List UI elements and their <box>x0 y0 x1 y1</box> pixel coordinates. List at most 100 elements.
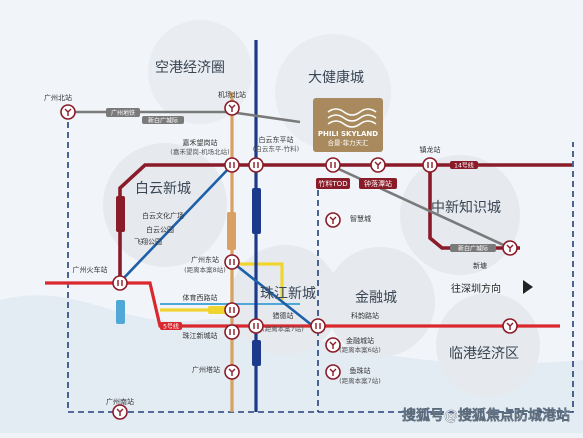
metro-logo-icon <box>329 216 337 224</box>
label-feixiang: 飞翔公园 <box>134 237 162 246</box>
pill-zhuliao-text: 竹料TOD <box>318 179 347 188</box>
line-blue-diagonal-2 <box>231 260 319 332</box>
dashed-boundary <box>67 112 574 413</box>
line-pill-xinbai-right-text: 新白广城际 <box>458 245 488 253</box>
station-circle-icon <box>224 157 240 173</box>
district-bubble-jinrong <box>325 247 435 357</box>
station-marker-zhuliao <box>325 157 341 173</box>
station-marker-gz-tower <box>224 364 240 380</box>
badge-jiahe: (嘉禾望岗-机场北站) <box>170 147 229 156</box>
label-yuntai: 白云公园 <box>146 225 174 234</box>
station-circle-icon <box>248 157 264 173</box>
district-baiyun: 白云新城 <box>135 181 191 197</box>
station-marker-jiahe <box>224 157 240 173</box>
station-marker-jinrongcheng <box>325 337 341 353</box>
metro-logo-icon <box>229 329 235 335</box>
badge-yuzhu: (距离本案7站) <box>339 376 381 385</box>
label-airport-north: 机场北站 <box>218 90 246 99</box>
badge-baiyun-east: (白云东平-竹料) <box>253 144 299 153</box>
line-pill-xinbai-top <box>106 108 140 117</box>
metro-logo-icon <box>253 323 259 329</box>
line-pill-xinbai-bottom-text: 新白广城际 <box>148 117 178 125</box>
station-marker-airport-north <box>224 100 240 116</box>
station-marker-gz-south <box>112 404 128 420</box>
logo-card <box>313 98 383 152</box>
metro-logo-icon <box>229 307 235 313</box>
station-circle-icon <box>422 157 438 173</box>
station-marker-zhongluotan <box>370 157 386 173</box>
logo-wave-icon <box>327 108 377 116</box>
pill-zhongluotan <box>359 178 397 189</box>
pill-zhongluotan-text: 钟落潭站 <box>364 179 392 188</box>
label-jinrongcheng: 金融城站 <box>346 336 374 345</box>
label-zhihuicheng: 智慧城 <box>350 214 371 223</box>
label-xintang: 新塘 <box>473 261 487 270</box>
logo-name: PHILI SKYLAND <box>318 130 378 138</box>
line-pill-3-vert <box>227 212 236 250</box>
direction-label: 往深圳方向 <box>451 282 501 295</box>
station-marker-lingang-east <box>502 318 518 334</box>
logo-sub: 合景·菲力天汇 <box>327 138 369 147</box>
line-pill-14-vert <box>116 196 125 232</box>
metro-logo-icon <box>228 104 236 112</box>
metro-logo-icon <box>116 408 124 416</box>
metro-logo-icon <box>315 323 321 329</box>
stations-layer <box>60 100 518 420</box>
label-kehui: 科韵路站 <box>351 311 379 320</box>
line-pill-18-vert <box>252 188 261 234</box>
label-zhujiang-xc: 珠江新城站 <box>183 331 218 340</box>
station-circle-icon <box>224 254 240 270</box>
station-marker-baiyun-east <box>248 157 264 173</box>
district-lingang: 临港经济区 <box>449 346 519 362</box>
label-yuzhu: 鱼珠站 <box>350 366 371 375</box>
line-blue-diagonal <box>119 164 233 283</box>
line-pill-5 <box>160 322 182 330</box>
station-circle-icon <box>310 318 326 334</box>
station-marker-yuzhu <box>325 364 341 380</box>
station-marker-gz-east <box>224 254 240 270</box>
line-pill-5-text: 5号线 <box>163 323 179 331</box>
metro-logo-icon <box>229 162 235 168</box>
logo-wave-icon-2 <box>327 114 377 122</box>
station-circle-icon <box>325 157 341 173</box>
station-marker-gz-north <box>60 104 76 120</box>
district-bubble-lingang <box>436 293 540 397</box>
label-zhenlong: 镇龙站 <box>420 145 441 154</box>
line-pill-14-right-text: 14号线 <box>454 162 474 170</box>
label-gz-tower: 广州塔站 <box>192 365 220 374</box>
metro-logo-icon <box>229 259 235 265</box>
line-pill-xinbai-bottom <box>142 116 184 124</box>
station-circle-icon <box>248 318 264 334</box>
line-pill-xinbai-right <box>450 244 496 252</box>
station-marker-xintang <box>502 240 518 256</box>
badge-jinrongcheng: (距离本案6站) <box>339 345 381 354</box>
logo-wave-icon-3 <box>327 120 377 128</box>
station-marker-liede <box>248 318 264 334</box>
line-pill-xinbai-top-text: 广州地铁 <box>111 109 135 117</box>
label-gz-north: 广州北站 <box>44 93 72 102</box>
district-zhujiang: 珠江新城 <box>260 286 316 302</box>
badge-gz-east: (距离本案8站) <box>184 265 226 274</box>
metro-logo-icon <box>506 244 514 252</box>
metro-logo-icon <box>228 368 236 376</box>
district-bubble-airport <box>148 20 252 124</box>
badge-liede: (距离本案7站) <box>262 324 304 333</box>
station-marker-zhenlong <box>422 157 438 173</box>
metro-logo-icon <box>64 108 72 116</box>
line-14 <box>118 163 572 282</box>
label-gz-east: 广州东站 <box>191 255 219 264</box>
district-airport: 空港经济圈 <box>155 60 225 76</box>
metro-logo-icon <box>330 162 336 168</box>
district-health: 大健康城 <box>308 69 364 86</box>
direction-arrow-icon <box>523 280 533 294</box>
metro-logo-icon <box>117 280 123 286</box>
metro-logo-icon <box>374 161 382 169</box>
water-wash <box>0 295 583 433</box>
metro-logo-icon <box>329 368 337 376</box>
station-marker-kehui <box>310 318 326 334</box>
station-marker-zhujiang-xc <box>224 324 240 340</box>
metro-logo-icon <box>253 162 259 168</box>
station-circle-icon <box>224 302 240 318</box>
